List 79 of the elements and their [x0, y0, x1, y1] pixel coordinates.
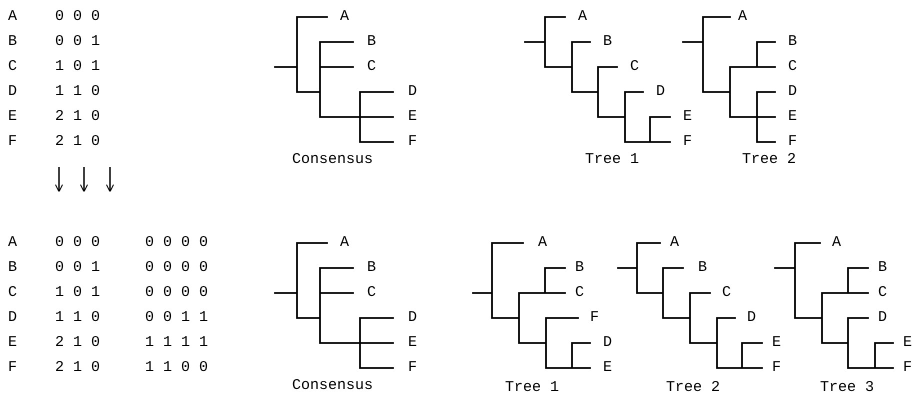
taxon-label: B [8, 33, 18, 51]
character-states: 2 1 0 [55, 108, 100, 126]
leaf-label: A [340, 234, 350, 252]
leaf-label: F [788, 133, 798, 151]
taxon-label: B [8, 259, 18, 277]
character-states: 1 1 0 [55, 309, 100, 327]
character-states: 0 0 0 [55, 8, 100, 26]
leaf-label: B [603, 33, 612, 51]
tree-caption: Tree 1 [505, 379, 560, 397]
leaf-label: E [603, 359, 612, 377]
leaf-label: A [738, 8, 748, 26]
leaf-label: E [788, 108, 798, 126]
taxon-label: E [8, 334, 18, 352]
taxon-label: C [8, 58, 18, 76]
leaf-label: B [367, 33, 376, 51]
taxon-label: F [8, 133, 18, 151]
character-states: 1 0 1 [55, 284, 100, 302]
leaf-label: E [772, 334, 782, 352]
tree-caption: Tree 2 [666, 379, 720, 397]
leaf-label: B [788, 33, 798, 51]
leaf-label: F [408, 133, 418, 151]
character-states: 1 1 0 [55, 83, 100, 101]
character-states: 0 0 0 [55, 234, 100, 252]
leaf-label: B [878, 259, 888, 277]
tree-caption: Consensus [292, 151, 374, 169]
leaf-label: D [747, 309, 756, 327]
taxon-label: D [8, 83, 18, 101]
leaf-label: B [698, 259, 708, 277]
character-states: 0 0 1 [55, 33, 100, 51]
leaf-label: A [538, 234, 548, 252]
taxon-label: A [8, 234, 18, 252]
leaf-label: F [590, 309, 600, 327]
leaf-label: A [340, 8, 350, 26]
leaf-label: C [630, 58, 640, 76]
character-states: 1 1 1 1 [145, 334, 208, 352]
leaf-label: A [832, 234, 842, 252]
taxon-label: C [8, 284, 18, 302]
character-states: 0 0 1 [55, 259, 100, 277]
character-states: 0 0 0 0 [145, 234, 208, 252]
leaf-label: F [772, 359, 782, 377]
leaf-label: C [722, 284, 732, 302]
character-states: 2 1 0 [55, 359, 100, 377]
leaf-label: C [367, 284, 376, 302]
character-states: 0 0 0 0 [145, 259, 208, 277]
leaf-label: E [683, 108, 692, 126]
leaf-label: E [903, 334, 912, 352]
leaf-label: C [878, 284, 888, 302]
leaf-label: F [903, 359, 912, 377]
leaf-label: A [578, 8, 588, 26]
leaf-label: D [408, 83, 418, 101]
tree-caption: Tree 3 [820, 379, 874, 397]
leaf-label: C [575, 284, 584, 302]
leaf-label: D [408, 309, 418, 327]
taxon-label: A [8, 8, 18, 26]
character-states: 0 0 0 0 [145, 284, 208, 302]
tree-caption: Tree 1 [585, 151, 640, 169]
leaf-label: D [656, 83, 666, 101]
leaf-label: C [788, 58, 798, 76]
leaf-label: B [367, 259, 376, 277]
taxon-label: F [8, 359, 18, 377]
leaf-label: D [603, 334, 612, 352]
leaf-label: D [878, 309, 888, 327]
tree-caption: Tree 2 [742, 151, 796, 169]
character-states: 1 1 0 0 [145, 359, 208, 377]
character-states: 2 1 0 [55, 133, 100, 151]
leaf-label: C [367, 58, 376, 76]
leaf-label: F [408, 359, 418, 377]
taxon-label: D [8, 309, 18, 327]
leaf-label: D [788, 83, 798, 101]
leaf-label: E [408, 334, 418, 352]
character-states: 2 1 0 [55, 334, 100, 352]
character-states: 1 0 1 [55, 58, 100, 76]
leaf-label: E [408, 108, 418, 126]
taxon-label: E [8, 108, 18, 126]
character-states: 0 0 1 1 [145, 309, 208, 327]
tree-caption: Consensus [292, 377, 374, 395]
leaf-label: A [670, 234, 680, 252]
leaf-label: F [683, 133, 692, 151]
leaf-label: B [575, 259, 584, 277]
